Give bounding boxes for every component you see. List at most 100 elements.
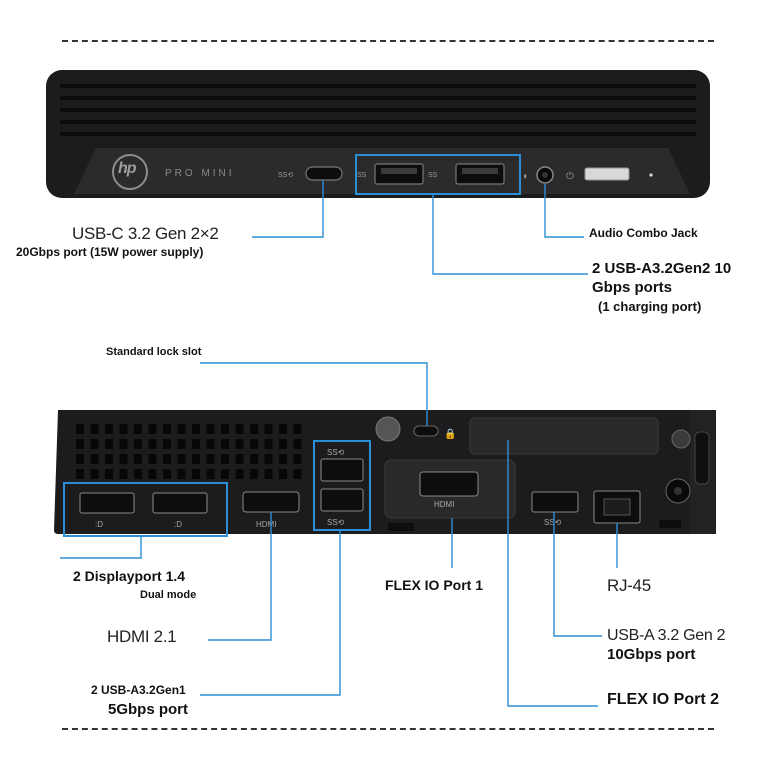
dual-mode-label: Dual mode	[140, 589, 197, 601]
usb-a-gen1-label-line1: 2 USB-A3.2Gen1	[91, 683, 186, 697]
vent-hole	[221, 469, 229, 479]
svg-text:⏻: ⏻	[566, 171, 574, 182]
vent-hole	[250, 454, 258, 464]
usb-c-label: USB-C 3.2 Gen 2×2	[72, 224, 219, 243]
vent-hole	[76, 469, 84, 479]
vent-hole	[235, 424, 244, 434]
usb-c-detail-label: 20Gbps port (15W power supply)	[16, 245, 204, 259]
vent-hole	[105, 439, 113, 449]
vent-hole	[163, 454, 171, 464]
usb-a-gen2-label-line3: (1 charging port)	[598, 299, 702, 314]
vent-hole	[163, 439, 171, 449]
flex-io-2-label: FLEX IO Port 2	[607, 691, 720, 708]
vent-hole	[119, 439, 128, 449]
vent-hole	[206, 424, 215, 434]
vent-hole	[235, 469, 244, 479]
vent-hole	[119, 424, 128, 434]
lock-slot-label: Standard lock slot	[106, 346, 202, 358]
vent-hole	[119, 454, 128, 464]
vent-hole	[148, 424, 157, 434]
displayport-label: 2 Displayport 1.4	[73, 568, 186, 584]
svg-text:SS: SS	[357, 172, 367, 179]
usb-a-gen2-rear-label-line1: USB-A 3.2 Gen 2	[607, 627, 726, 644]
hp-logo	[112, 154, 148, 190]
vent-hole	[293, 439, 302, 449]
vent-hole	[206, 454, 215, 464]
vent-hole	[293, 454, 302, 464]
vent-hole	[163, 469, 171, 479]
vent-hole	[76, 439, 84, 449]
vent-hole	[293, 469, 302, 479]
audio-jack-label: Audio Combo Jack	[589, 226, 698, 240]
flex-io-1-label: FLEX IO Port 1	[385, 577, 484, 593]
vent-hole	[105, 424, 113, 434]
svg-text::D: :D	[95, 520, 103, 529]
model-name: PRO MINI	[165, 168, 235, 179]
vent-hole	[134, 439, 142, 449]
vent-hole	[134, 454, 142, 464]
svg-text::D: :D	[174, 520, 182, 529]
hp-logo-text: hp	[118, 160, 137, 177]
usb-a-gen2-rear-label-line2: 10Gbps port	[607, 646, 696, 663]
usb-a-gen2-label-line2: Gbps ports	[592, 279, 673, 296]
vent-hole	[134, 469, 142, 479]
vent-hole	[279, 424, 287, 434]
vent-hole	[264, 424, 273, 434]
vent-hole	[235, 439, 244, 449]
svg-text:SS⟲: SS⟲	[327, 448, 345, 457]
vent-hole	[221, 424, 229, 434]
vent-hole	[192, 469, 200, 479]
vent-hole	[279, 469, 287, 479]
vent-hole	[148, 469, 157, 479]
hdmi-label: HDMI 2.1	[107, 627, 177, 646]
vent-hole	[221, 439, 229, 449]
svg-text:SS⟲: SS⟲	[544, 518, 562, 527]
svg-text:◖: ◖	[522, 171, 528, 182]
vent-hole	[264, 439, 273, 449]
bottom-divider	[62, 728, 714, 730]
rj45-label: RJ-45	[607, 576, 651, 595]
vent-hole	[76, 454, 84, 464]
vent-hole	[264, 469, 273, 479]
vent-hole	[264, 454, 273, 464]
svg-text:SS: SS	[428, 172, 438, 179]
usb-a-gen1-label-line2: 5Gbps port	[108, 701, 189, 718]
vent-hole	[148, 454, 157, 464]
vent-hole	[177, 454, 186, 464]
vent-hole	[206, 469, 215, 479]
usb-a-gen2-label-line1: 2 USB-A3.2Gen2 10	[592, 260, 732, 277]
vent-hole	[90, 424, 99, 434]
vent-hole	[177, 439, 186, 449]
svg-text:SS⟲: SS⟲	[327, 518, 345, 527]
vent-hole	[177, 424, 186, 434]
vent-hole	[279, 454, 287, 464]
vent-hole	[90, 439, 99, 449]
vent-hole	[105, 469, 113, 479]
vent-hole	[235, 454, 244, 464]
vent-hole	[250, 469, 258, 479]
vent-hole	[206, 439, 215, 449]
svg-text:🔒: 🔒	[444, 428, 456, 440]
svg-text:HDMI: HDMI	[256, 520, 276, 529]
top-divider	[62, 40, 714, 42]
vent-hole	[192, 439, 200, 449]
vent-hole	[221, 454, 229, 464]
vent-hole	[134, 424, 142, 434]
vent-hole	[105, 454, 113, 464]
vent-hole	[90, 469, 99, 479]
vent-hole	[279, 439, 287, 449]
vent-hole	[76, 424, 84, 434]
vent-hole	[192, 454, 200, 464]
vent-hole	[293, 424, 302, 434]
vent-hole	[163, 424, 171, 434]
vent-hole	[148, 439, 157, 449]
vent-hole	[192, 424, 200, 434]
vent-hole	[90, 454, 99, 464]
vent-hole	[119, 469, 128, 479]
vent-hole	[177, 469, 186, 479]
vent-hole	[250, 424, 258, 434]
svg-text:HDMI: HDMI	[434, 500, 454, 509]
